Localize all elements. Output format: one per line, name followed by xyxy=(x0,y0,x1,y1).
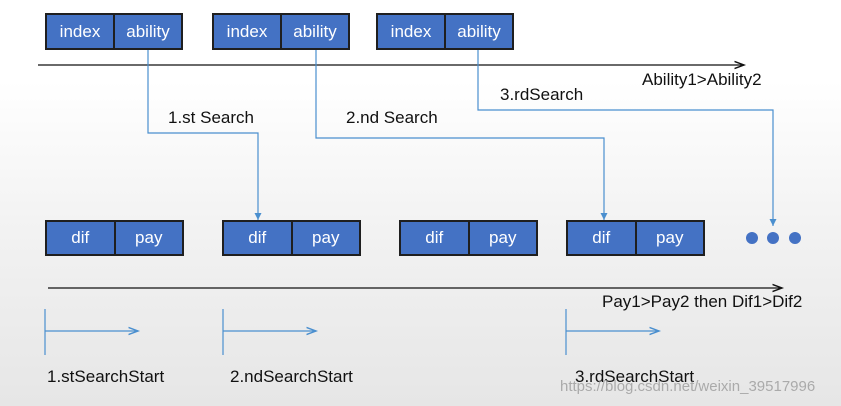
start1-label: 1.stSearchStart xyxy=(47,367,165,386)
index-cell: index xyxy=(59,21,101,41)
top-block-2: index ability xyxy=(212,13,350,50)
bottom-block-3: dif pay xyxy=(399,220,538,256)
search3-label: 3.rdSearch xyxy=(500,85,584,104)
dif-cell: dif xyxy=(592,228,611,247)
pay-cell: pay xyxy=(290,222,360,254)
search2-label: 2.nd Search xyxy=(346,108,438,127)
bottom-block-2: dif pay xyxy=(222,220,361,256)
ability-cell: ability xyxy=(444,15,512,48)
search2-connector xyxy=(315,50,608,220)
ability-cell: ability xyxy=(113,15,181,48)
search1-label: 1.st Search xyxy=(168,108,254,127)
bottom-block-4: dif pay xyxy=(566,220,705,256)
top-block-3: index ability xyxy=(376,13,514,50)
bottom-block-1: dif pay xyxy=(45,220,184,256)
search1-connector xyxy=(147,50,262,220)
top-axis-label: Ability1>Ability2 xyxy=(642,70,762,89)
index-cell: index xyxy=(390,21,432,41)
pay-cell: pay xyxy=(113,222,183,254)
ability-cell: ability xyxy=(280,15,348,48)
top-block-1: index ability xyxy=(45,13,183,50)
bottom-axis-label: Pay1>Pay2 then Dif1>Dif2 xyxy=(602,292,803,311)
index-cell: index xyxy=(226,21,268,41)
pay-cell: pay xyxy=(634,222,704,254)
ellipsis-dot-2 xyxy=(767,232,779,244)
start2-label: 2.ndSearchStart xyxy=(230,367,353,386)
dif-cell: dif xyxy=(425,228,444,247)
dif-cell: dif xyxy=(71,228,90,247)
dif-cell: dif xyxy=(248,228,267,247)
search3-connector xyxy=(477,50,777,226)
pay-cell: pay xyxy=(467,222,537,254)
ellipsis-dot-1 xyxy=(746,232,758,244)
ellipsis-dot-3 xyxy=(789,232,801,244)
watermark-text: https://blog.csdn.net/weixin_39517996 xyxy=(560,378,816,395)
start3-label: 3.rdSearchStart xyxy=(575,367,695,386)
